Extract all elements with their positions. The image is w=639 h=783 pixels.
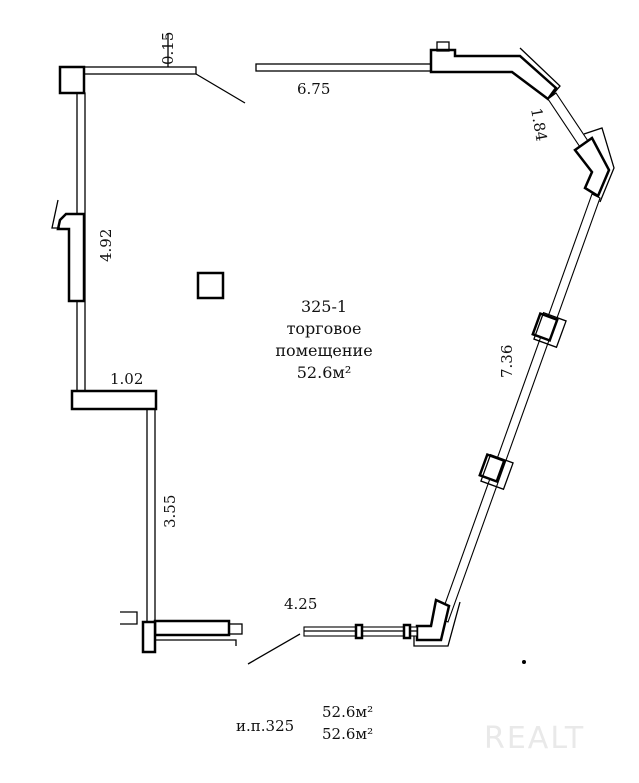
dim-top: 6.75	[297, 80, 330, 98]
stray-dot	[522, 660, 526, 664]
bottom-left-wall-end	[228, 623, 243, 635]
bottom-left-stub	[120, 611, 138, 625]
left-pier	[56, 212, 86, 303]
bottom-right-corner	[413, 598, 461, 647]
right-angle-pier	[573, 136, 611, 198]
dim-left-ledge: 1.02	[110, 370, 143, 388]
bottom-left-outline	[155, 639, 237, 646]
bottom-left-wall-segment	[153, 619, 231, 637]
footer-label: и.п.325	[236, 717, 294, 735]
footer-area-1: 52.6м²	[322, 703, 373, 721]
bottom-right-outline	[413, 601, 461, 647]
window-bottom-mullion-1	[354, 623, 364, 640]
footer-area-2: 52.6м²	[322, 725, 373, 743]
bottom-left-wall	[120, 611, 243, 654]
bottom-left-column	[141, 620, 157, 654]
room-number: 325-1	[301, 297, 347, 316]
left-walls	[51, 92, 158, 623]
pier-right-1	[531, 311, 559, 343]
dim-bottom: 4.25	[284, 595, 317, 613]
top-wall-segment	[255, 63, 432, 72]
top-left-wall	[58, 33, 246, 104]
corner-column-top-left	[58, 65, 86, 95]
watermark: REALT	[484, 721, 585, 756]
column	[196, 271, 225, 300]
upper-right-glazing	[547, 92, 615, 203]
room-area: 52.6м²	[297, 363, 351, 382]
pier-right-1-outline	[533, 311, 567, 349]
top-wall	[255, 41, 561, 101]
door-swing-top	[195, 73, 246, 104]
bottom-glazed-wall	[247, 623, 418, 665]
dim-left-upper: 4.92	[97, 229, 115, 262]
room-name-line1: торговое	[287, 319, 362, 338]
top-right-corner-pier	[429, 48, 558, 101]
door-swing-bottom	[247, 633, 301, 665]
dim-upper-right: 1.84	[527, 107, 551, 143]
right-angle-outline	[583, 127, 615, 203]
left-ledge	[70, 389, 158, 411]
right-glazed-wall	[439, 193, 601, 623]
pier-right-2	[478, 452, 506, 484]
dim-right: 7.36	[498, 345, 516, 378]
top-left-wall-segment	[83, 66, 197, 75]
window-right-long	[439, 193, 601, 623]
pier-right-2-outline	[480, 453, 514, 491]
vent-block	[436, 41, 450, 52]
left-pier-outline	[51, 199, 60, 229]
room-name-line2: помещение	[275, 341, 372, 360]
bottom-right-pier	[415, 598, 451, 642]
window-bottom-mullion-2	[402, 623, 412, 640]
left-lower-wall	[146, 408, 156, 623]
top-right-outline	[519, 47, 561, 99]
window-upper-right	[547, 92, 591, 151]
dim-left-lower: 3.55	[161, 495, 179, 528]
dim-top-left: 0.15	[159, 32, 177, 65]
